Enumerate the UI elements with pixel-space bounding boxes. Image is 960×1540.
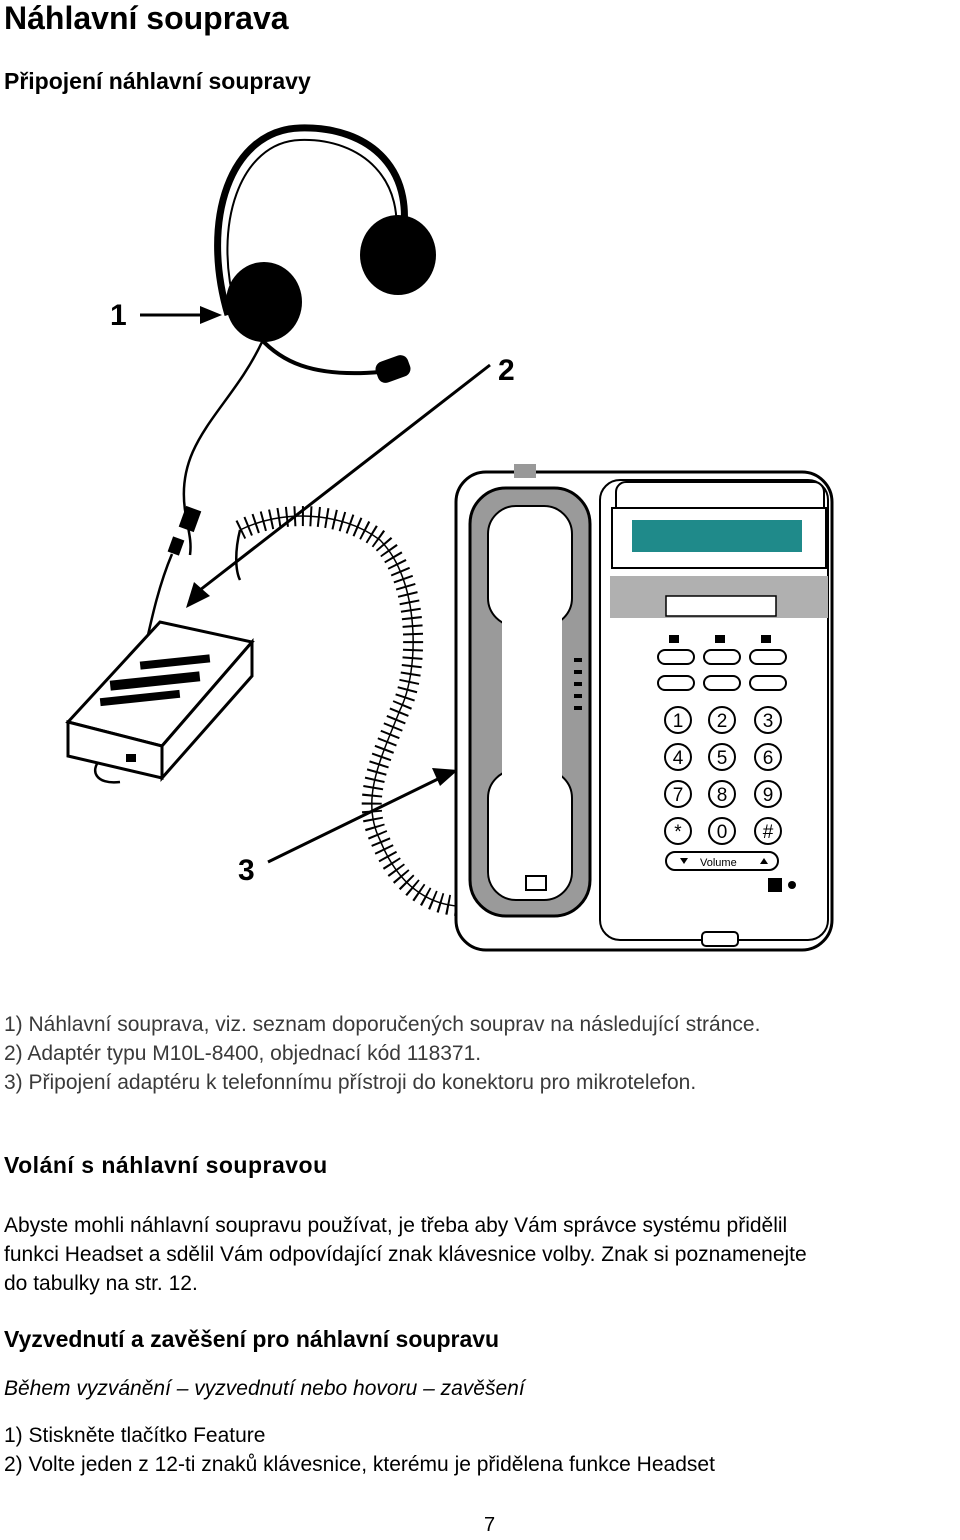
section-heading-calling: Volání s náhlavní soupravou [4, 1152, 328, 1178]
callout-2: 2 [498, 354, 515, 387]
list-item: 3) Připojení adaptéru k telefonnímu přís… [4, 1071, 697, 1094]
section-heading-pickup: Vyzvednutí a zavěšení pro náhlavní soupr… [4, 1326, 500, 1352]
callout-1: 1 [110, 299, 127, 332]
dial-key-label: 2 [717, 711, 728, 732]
dialpad: 1 2 3 4 5 6 7 8 9 * 0 # [664, 706, 782, 845]
list-item: 1) Náhlavní souprava, viz. seznam doporu… [4, 1013, 761, 1036]
dial-key [708, 706, 736, 734]
dial-key [664, 706, 692, 734]
page-title: Náhlavní souprava [4, 0, 289, 36]
dial-key-label: # [763, 822, 774, 843]
paragraph-line: do tabulky na str. 12. [4, 1272, 198, 1295]
list-item: 2) Volte jeden z 12-ti znaků klávesnice,… [4, 1453, 715, 1476]
dial-key-label: 8 [717, 785, 728, 806]
earpiece-right [360, 215, 436, 295]
dial-key [664, 817, 692, 845]
dial-key-label: 1 [673, 711, 684, 732]
paragraph-line: funkci Headset a sdělil Vám odpovídající… [4, 1243, 807, 1266]
dial-key-label: * [674, 822, 682, 843]
list-item: 1) Stiskněte tlačítko Feature [4, 1424, 266, 1447]
dial-key [754, 706, 782, 734]
headset-cord [182, 341, 264, 556]
dial-key [754, 780, 782, 808]
page-number: 7 [484, 1514, 496, 1536]
dial-key [664, 780, 692, 808]
callout-3: 3 [238, 854, 255, 887]
dial-key [664, 743, 692, 771]
subheading: Během vyzvánění – vyzvednutí nebo hovoru… [4, 1377, 525, 1400]
headband [214, 124, 408, 316]
volume-label: Volume [700, 857, 737, 869]
dial-key-label: 0 [717, 822, 728, 843]
display-screen [632, 520, 802, 552]
dial-key [708, 743, 736, 771]
mic-boom [258, 336, 381, 376]
adapter-box [65, 620, 255, 782]
section-heading-connection: Připojení náhlavní soupravy [4, 68, 311, 94]
dial-key-label: 5 [717, 748, 728, 769]
list-item: 2) Adaptér typu M10L-8400, objednací kód… [4, 1042, 482, 1065]
dial-key [708, 780, 736, 808]
paragraph-line: Abyste mohli náhlavní soupravu používat,… [4, 1214, 788, 1237]
dial-key-label: 4 [673, 748, 684, 769]
dial-key-label: 3 [763, 711, 774, 732]
headset-phone-illustration: 1 2 3 [65, 124, 834, 952]
dial-key-label: 7 [673, 785, 684, 806]
dial-key-label: 9 [763, 785, 774, 806]
dial-key [754, 743, 782, 771]
telephone: 1 2 3 4 5 6 7 8 9 * 0 # Volume [454, 464, 834, 952]
dial-key [708, 817, 736, 845]
dial-key [754, 817, 782, 845]
earpiece-left [226, 262, 302, 342]
dial-key-label: 6 [763, 748, 774, 769]
